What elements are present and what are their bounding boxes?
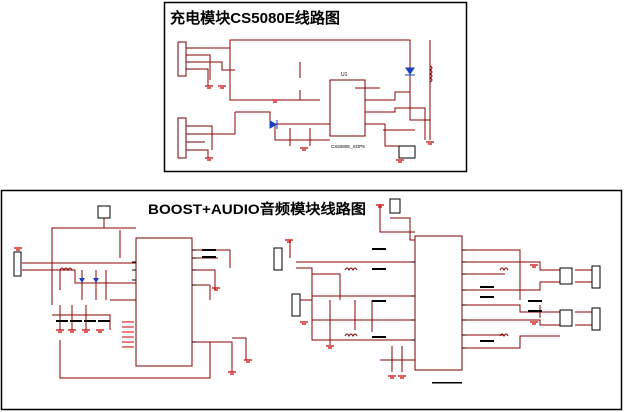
charger-panel-title: 充电模块CS5080E线路图 xyxy=(170,9,340,27)
audio-speaker-outputs xyxy=(559,267,573,327)
charger-chip-part: CS5080E_SOP8 xyxy=(331,144,365,149)
charger-chip-label: U1 xyxy=(341,72,348,78)
audio-grounds xyxy=(285,204,538,379)
connector-j2 xyxy=(177,117,205,159)
connector-j1 xyxy=(177,41,200,77)
boost-chip-pins xyxy=(132,249,196,343)
audio-capacitors xyxy=(372,248,542,342)
audio-input-connector xyxy=(273,247,301,317)
boost-audio-panel: BOOST+AUDIO音频模块线路图 xyxy=(0,189,623,411)
audio-inductors xyxy=(344,267,509,338)
boost-audio-panel-frame xyxy=(0,189,623,411)
boost-capacitors xyxy=(56,249,216,322)
charger-grounds xyxy=(205,85,434,163)
boost-chip-left-pin-labels xyxy=(122,321,134,348)
charger-inductor xyxy=(428,65,433,83)
boost-diodes xyxy=(79,278,99,283)
audio-chip-pins xyxy=(411,249,466,349)
charger-output-port xyxy=(398,145,416,159)
boost-chip xyxy=(135,237,193,367)
boost-grounds xyxy=(14,247,252,375)
charger-chip-u1 xyxy=(329,79,366,137)
charger-wires xyxy=(200,39,431,158)
charger-panel: 充电模块CS5080E线路图 xyxy=(163,1,468,173)
charger-diodes xyxy=(269,67,415,129)
boost-audio-panel-title: BOOST+AUDIO音频模块线路图 xyxy=(148,201,366,217)
audio-wires xyxy=(289,204,592,372)
boost-wires xyxy=(22,218,247,379)
audio-output-connectors xyxy=(591,265,601,331)
audio-chip xyxy=(414,235,463,371)
audio-top-switch xyxy=(389,198,401,214)
audio-chip-bottom-bus xyxy=(432,382,462,384)
charger-panel-frame xyxy=(163,1,468,173)
boost-top-connector xyxy=(97,205,111,219)
boost-input-connector xyxy=(13,251,22,277)
boost-inductor xyxy=(59,267,73,272)
